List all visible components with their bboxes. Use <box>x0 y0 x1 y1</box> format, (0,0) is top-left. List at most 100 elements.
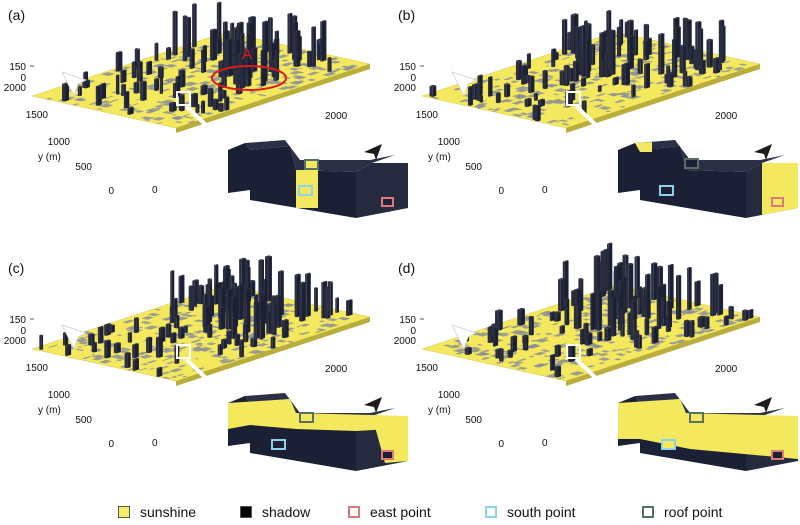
building-roof <box>240 57 246 59</box>
shadow-patch <box>566 117 575 120</box>
building-face <box>549 312 552 322</box>
building-roof <box>562 260 569 262</box>
shadow-patch <box>703 75 713 79</box>
building-face <box>178 94 183 112</box>
building-face <box>667 265 670 310</box>
building-face <box>136 82 140 94</box>
building-face <box>685 76 689 88</box>
building-face <box>639 335 642 350</box>
building-roof <box>216 37 222 40</box>
building-face <box>614 76 619 86</box>
building-face <box>644 64 646 89</box>
building-face <box>714 273 717 314</box>
building-face <box>226 39 229 77</box>
building-roof <box>622 254 629 256</box>
shadow-patch <box>517 366 528 370</box>
shadow-patch <box>538 363 550 367</box>
shadow-patch <box>141 363 149 366</box>
building-face <box>571 290 574 307</box>
building-roof <box>524 97 532 100</box>
building-face <box>108 325 112 333</box>
building-face <box>169 103 173 113</box>
building-face <box>233 40 237 85</box>
building-roof <box>293 29 301 32</box>
building-face <box>625 62 630 86</box>
building-face <box>522 336 527 351</box>
y-tick-label: 0 <box>498 439 504 450</box>
shadow-patch <box>162 357 173 361</box>
building-roof <box>646 37 652 40</box>
building-roof <box>695 20 702 23</box>
building-face <box>506 83 511 98</box>
building-roof <box>604 326 612 329</box>
building-face <box>697 317 702 328</box>
z-tick-label: 150 <box>9 62 26 73</box>
roof-point-marker <box>304 159 319 170</box>
building-face <box>464 347 468 356</box>
shadow-patch <box>186 334 199 339</box>
building-roof <box>235 78 243 81</box>
building-roof <box>307 50 312 52</box>
building-roof <box>643 39 650 42</box>
building-roof <box>684 19 692 22</box>
shadow-patch <box>145 110 156 114</box>
building-face <box>479 95 482 103</box>
building-face <box>534 105 538 122</box>
building-roof <box>91 341 97 344</box>
z-tick-label: 0 <box>410 326 416 337</box>
shadow-patch <box>78 336 86 339</box>
building-face <box>314 287 316 312</box>
shadow-patch <box>458 99 470 103</box>
building-roof <box>239 257 247 260</box>
sun-direction-arrow-small <box>754 144 772 160</box>
building-face <box>640 58 643 75</box>
shadow-patch <box>521 326 531 329</box>
building-roof <box>132 357 139 360</box>
shadow-patch <box>581 314 590 317</box>
shadow-patch <box>593 98 606 102</box>
building-face <box>168 47 171 60</box>
shadow-patch <box>161 111 173 114</box>
building-roof <box>265 255 272 258</box>
building-roof <box>720 25 726 27</box>
building-roof <box>612 76 619 79</box>
building-face <box>542 70 546 90</box>
shadow-patch <box>518 345 523 347</box>
building-roof <box>124 351 131 354</box>
building-face <box>185 325 188 334</box>
building-roof <box>497 317 503 320</box>
y-axis-label: y (m) <box>428 405 451 416</box>
building-face <box>595 292 599 331</box>
building-face <box>244 51 248 87</box>
building-face <box>528 53 531 70</box>
building-face <box>566 298 570 326</box>
shadow-patch <box>154 308 162 311</box>
building-roof <box>637 58 643 60</box>
building-face <box>210 278 213 323</box>
sunlit-face <box>635 142 652 152</box>
roof-point-marker <box>684 158 699 169</box>
shadow-patch <box>613 99 626 104</box>
building-roof <box>239 339 244 341</box>
building-roof <box>133 317 139 319</box>
shadow-patch <box>187 120 197 124</box>
building-roof <box>172 297 178 300</box>
building-roof <box>234 333 241 336</box>
building-face <box>202 100 206 114</box>
building-face <box>583 77 587 87</box>
building-face <box>658 34 661 75</box>
building-roof <box>549 311 556 313</box>
building-face <box>97 327 100 344</box>
selected-building-marker <box>566 344 581 359</box>
shadow-patch <box>115 359 123 362</box>
building-face <box>624 22 628 38</box>
panel-label: (c) <box>8 260 24 276</box>
shadow-patch <box>598 106 613 110</box>
shadow-patch <box>209 83 217 86</box>
building-face <box>476 85 480 102</box>
shadow-patch <box>497 332 511 337</box>
building-roof <box>244 266 251 268</box>
legend-item-shadow: shadow <box>240 502 310 522</box>
shadow-patch <box>162 77 179 83</box>
shadow-patch <box>701 310 709 313</box>
